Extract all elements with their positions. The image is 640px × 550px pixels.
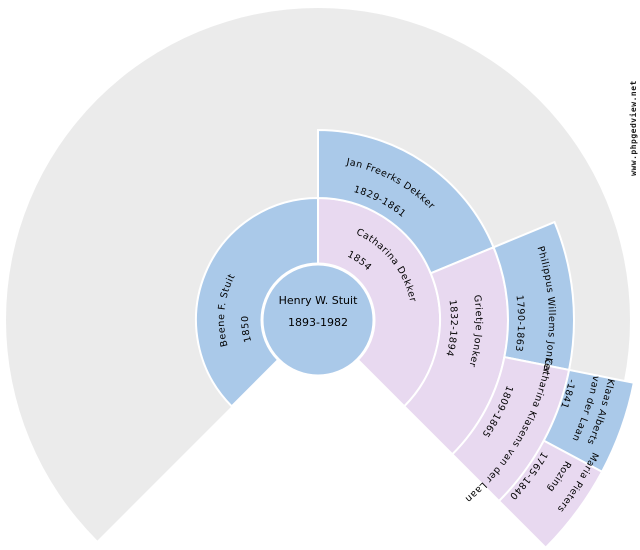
center-person-name: Henry W. Stuit [279, 294, 358, 307]
center-person-dates: 1893-1982 [288, 316, 348, 329]
watermark: www.phpgedview.net [628, 80, 638, 176]
person-dates-text: 1790-1863 [513, 295, 526, 353]
fan-segment-maria-pieters-rozing[interactable] [497, 439, 604, 550]
person-dates-arc: 1790-1863 [513, 295, 526, 353]
center-person-disc[interactable] [260, 262, 376, 378]
